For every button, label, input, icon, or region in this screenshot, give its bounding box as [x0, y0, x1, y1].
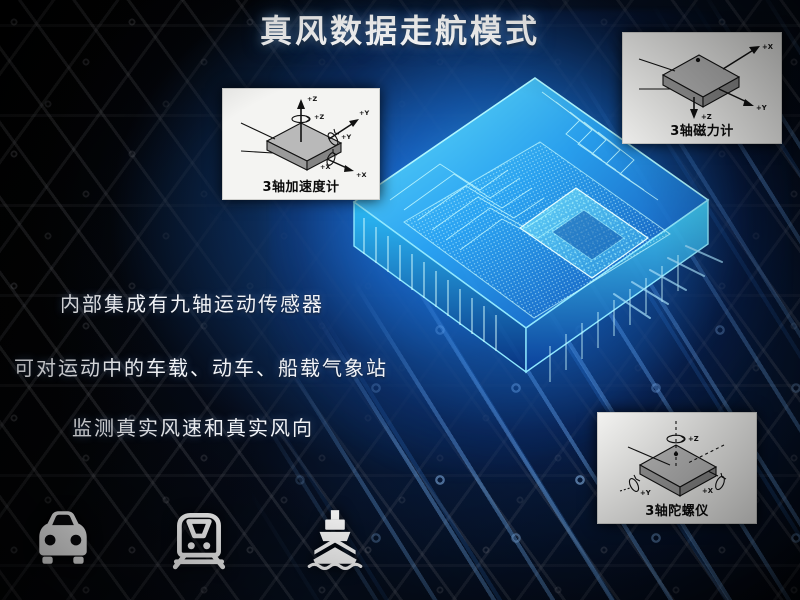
train-front-icon [166, 506, 232, 570]
svg-text:+Z: +Z [688, 435, 699, 443]
body-text-line-2: 可对运动中的车载、动车、船载气象站 [14, 356, 388, 380]
gyroscope-diagram: +Z +Y +X [598, 413, 756, 505]
svg-text:+Z: +Z [701, 113, 712, 121]
body-text-line-1: 内部集成有九轴运动传感器 [60, 292, 324, 316]
svg-text:+X: +X [702, 487, 714, 495]
car-front-icon [30, 506, 96, 570]
svg-text:+Y: +Y [359, 109, 369, 117]
svg-text:+Z: +Z [307, 95, 317, 103]
gyroscope-caption: 3轴陀螺仪 [645, 504, 709, 519]
svg-text:+Y: +Y [640, 489, 651, 497]
ship-front-icon [302, 506, 368, 570]
sensor-card-magnetometer: +X +Y +Z 3轴磁力计 [622, 32, 782, 144]
vehicle-icon-row [20, 498, 400, 570]
svg-text:+X: +X [762, 43, 774, 51]
svg-text:+X: +X [320, 163, 330, 171]
magnetometer-caption: 3轴磁力计 [670, 124, 734, 139]
magnetometer-diagram: +X +Y +Z [623, 33, 781, 125]
sensor-card-gyroscope: +Z +Y +X 3轴陀螺仪 [597, 412, 757, 524]
svg-text:+Y: +Y [756, 104, 767, 112]
accelerometer-diagram: +Z +Z +Y +Y +X +X [223, 89, 379, 181]
accelerometer-caption: 3轴加速度计 [262, 180, 340, 195]
svg-text:+Y: +Y [341, 133, 351, 141]
svg-text:+Z: +Z [314, 113, 324, 121]
body-text-line-3: 监测真实风速和真实风向 [72, 416, 314, 440]
svg-text:+X: +X [356, 171, 366, 179]
sensor-card-accelerometer: +Z +Z +Y +Y +X +X 3轴加速度计 [222, 88, 380, 200]
